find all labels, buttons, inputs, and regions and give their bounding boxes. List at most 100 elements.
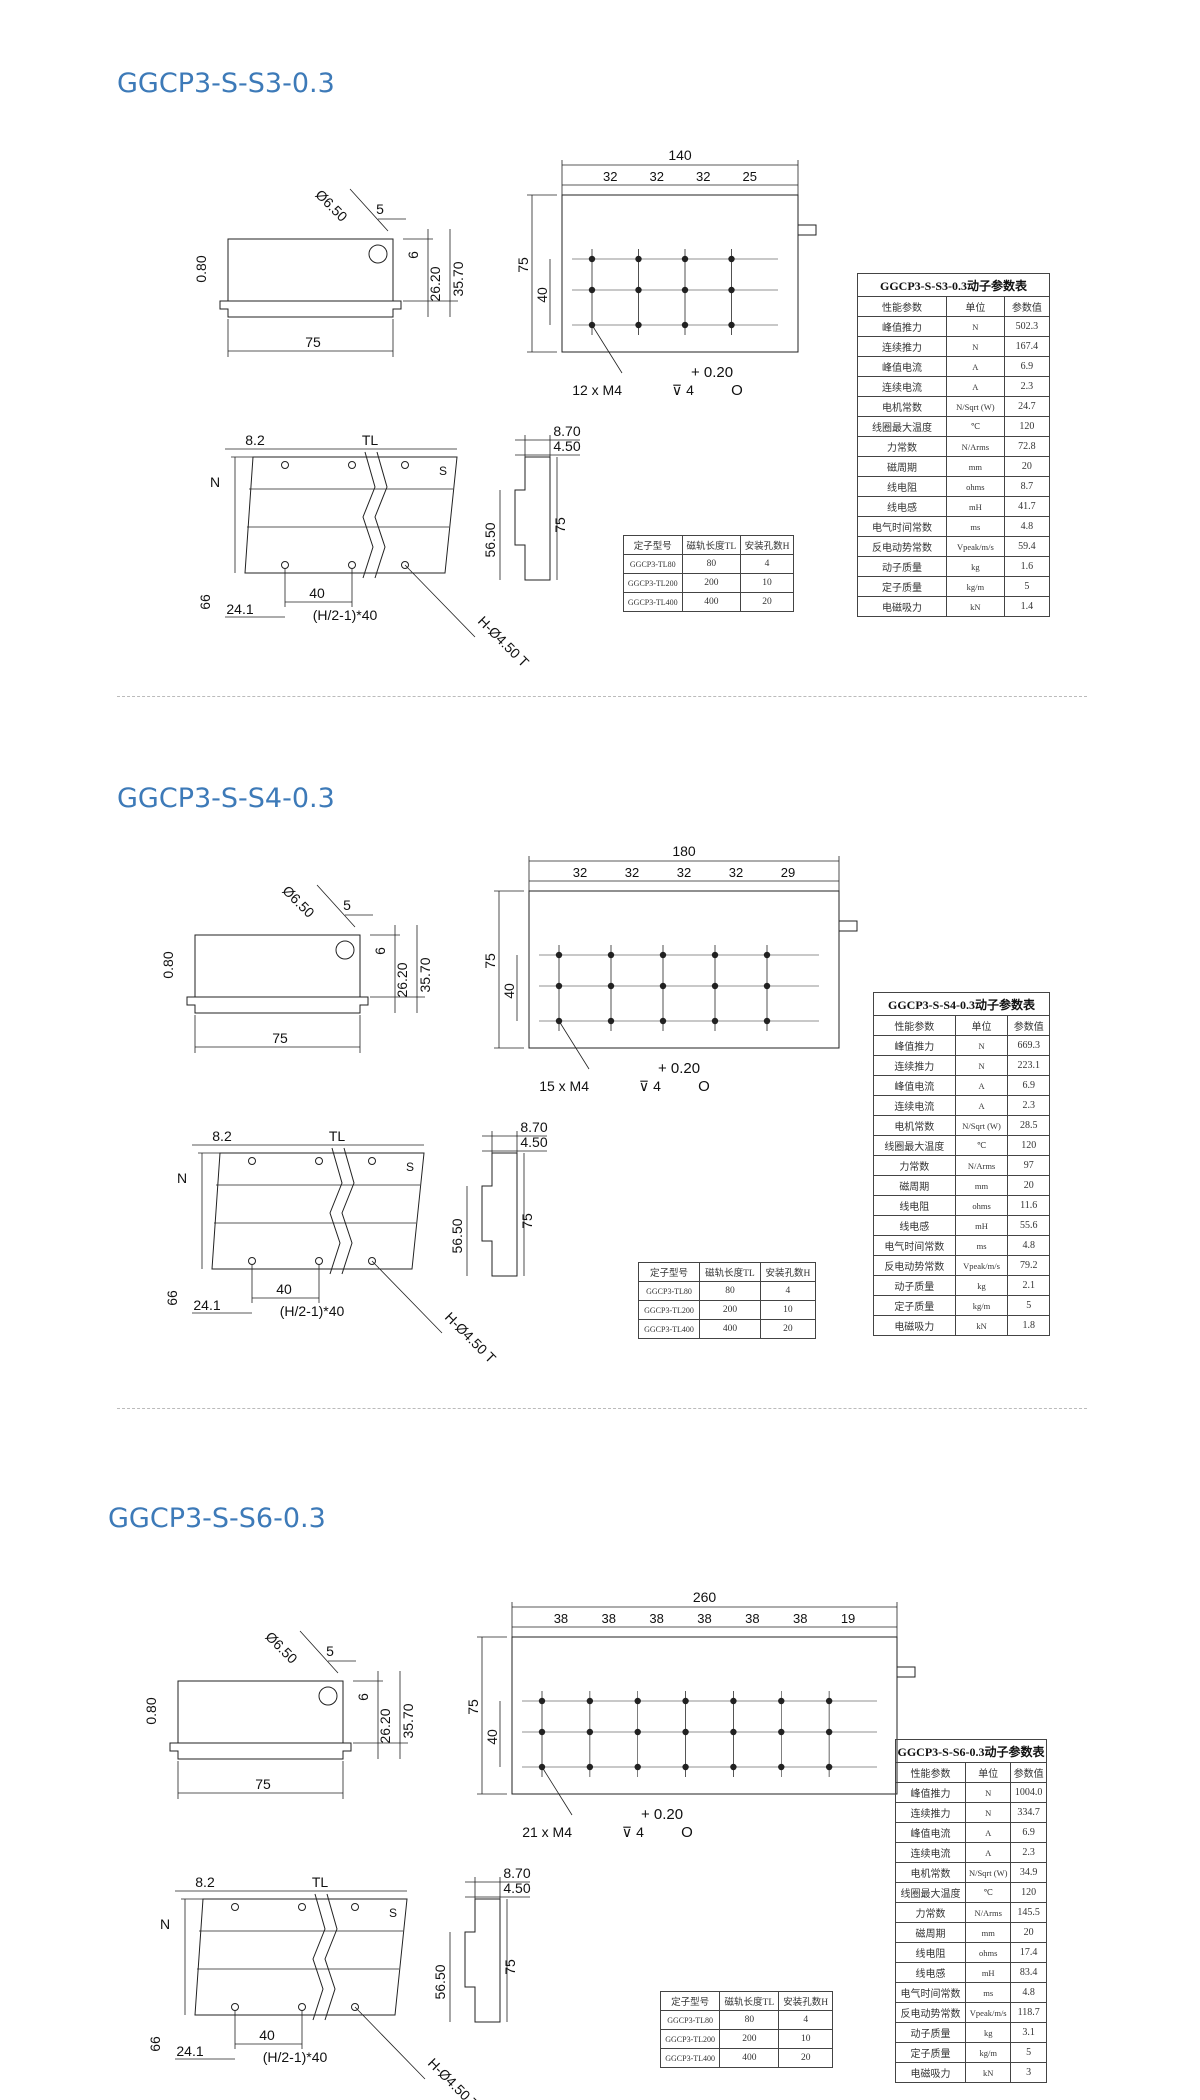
table-cell: 80	[681, 554, 742, 574]
table-cell: 223.1	[1007, 1055, 1050, 1076]
dimension-line	[371, 1260, 443, 1334]
stator-hole-icon	[348, 561, 356, 569]
table-cell: 28.5	[1007, 1115, 1050, 1136]
stator-hole-icon	[351, 2003, 359, 2011]
table-cell: N/Arms	[946, 436, 1005, 457]
dimension-label: 32	[677, 865, 691, 880]
dimension-label: 38	[602, 1611, 616, 1626]
column-header: 安装孔数H	[778, 1991, 833, 2011]
mover-base-plate	[219, 300, 402, 318]
table-cell: 2.3	[1010, 1842, 1047, 1863]
dimension-label: 29	[781, 865, 795, 880]
table-cell: mm	[946, 456, 1005, 477]
dimension-label: 56.50	[482, 522, 498, 557]
stator-hole-icon	[281, 461, 289, 469]
stator-hole-icon	[248, 1257, 256, 1265]
dimension-label: 40	[276, 1281, 292, 1297]
table-cell: 力常数	[873, 1155, 956, 1176]
table-cell: 线电感	[856, 496, 948, 517]
table-cell: 118.7	[1010, 2002, 1047, 2023]
table-cell: GGCP3-TL200	[637, 1300, 701, 1320]
dimension-label: TL	[312, 1874, 329, 1890]
table-cell: A	[965, 1842, 1012, 1863]
table-cell: 6.9	[1010, 1822, 1047, 1843]
mover-base-plate	[169, 1742, 352, 1760]
table-cell: 2.3	[1003, 376, 1051, 397]
dimension-label: 75	[519, 1213, 535, 1229]
table-cell: 线圈最大温度	[873, 1135, 956, 1156]
dimension-label: 4.50	[520, 1134, 547, 1150]
table-cell: 502.3	[1003, 316, 1051, 337]
table-cell: 连续电流	[856, 376, 948, 397]
dimension-label: (H/2-1)*40	[280, 1303, 345, 1319]
stator-hole-icon	[298, 1903, 306, 1911]
plan-outline	[561, 194, 799, 353]
table-cell: 334.7	[1010, 1802, 1047, 1823]
stator-outline	[194, 1898, 408, 2016]
table-cell: 11.6	[1007, 1195, 1050, 1216]
stator-hole-icon	[315, 1257, 323, 1265]
dimension-label: 40	[259, 2027, 275, 2043]
stator-hole-icon	[401, 461, 409, 469]
stator-hole-icon	[315, 1157, 323, 1165]
stator-hole-icon	[281, 561, 289, 569]
table-cell: 4.8	[1007, 1235, 1050, 1256]
table-cell: A	[954, 1095, 1009, 1116]
section-title-s3: GGCP3-S-S3-0.3	[117, 68, 335, 99]
dimension-label: 5	[326, 1643, 334, 1659]
table-cell: 峰值推力	[856, 316, 948, 337]
table-cell: 8.7	[1003, 476, 1051, 497]
table-header-row: 性能参数单位参数值	[856, 296, 1051, 317]
dimension-label: H-Ø4.50 T	[475, 613, 533, 671]
stator-hole-icon	[231, 1903, 239, 1911]
dimension-label: 26.20	[377, 1708, 393, 1743]
dimension-line	[354, 2006, 426, 2080]
dimension-label: S	[389, 1906, 397, 1920]
table-cell: 20	[740, 592, 794, 612]
dimension-label: 6	[372, 947, 388, 955]
table-cell: 1004.0	[1010, 1782, 1047, 1803]
table-cell: 电气时间常数	[856, 516, 948, 537]
mover-body	[177, 1680, 344, 1744]
dimension-label: 56.50	[432, 1964, 448, 1999]
plan-outline	[528, 890, 840, 1049]
table-cell: 6.9	[1007, 1075, 1050, 1096]
table-cell: 峰值电流	[856, 356, 948, 377]
dimension-label: 32	[696, 169, 710, 184]
dimension-label: 32	[603, 169, 617, 184]
plan-outline	[511, 1636, 898, 1795]
break-line	[312, 1893, 326, 2021]
table-cell: ms	[946, 516, 1005, 537]
dimension-label: 8.70	[553, 423, 580, 439]
dimension-label: 4	[636, 1824, 644, 1840]
column-header: 参数值	[1010, 1762, 1047, 1783]
dimension-label: Ø6.50	[279, 882, 317, 920]
table-cell: 线电阻	[894, 1942, 967, 1963]
table-cell: 400	[681, 592, 742, 612]
table-cell: mm	[965, 1922, 1012, 1943]
dimension-label: 0.80	[193, 255, 209, 282]
table-cell: ohms	[965, 1942, 1012, 1963]
table-caption: GGCP3-S-S6-0.3动子参数表	[895, 1739, 1047, 1763]
table-cell: 5	[1003, 576, 1051, 597]
dimension-label: 24.1	[176, 2043, 203, 2059]
